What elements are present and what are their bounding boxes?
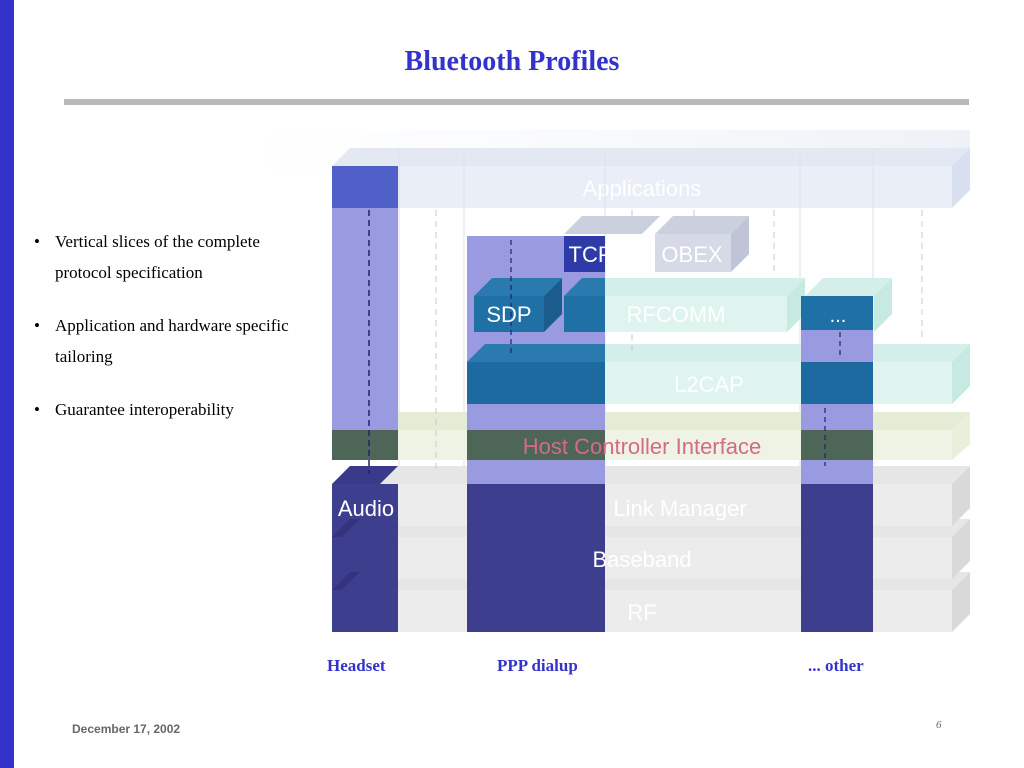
protocol-stack-diagram: Applications [240,130,970,632]
applications-layer: Applications [332,148,970,208]
slide-title: Bluetooth Profiles [404,46,620,77]
hci-label: Host Controller Interface [523,434,761,459]
tcpip-top [564,216,660,234]
bullet-item: Guarantee interoperability [34,394,294,425]
headset-profile-slice [332,166,398,632]
tcpip-label: TCP/IP [569,242,640,267]
rfcomm-label: RFCOMM [627,302,726,327]
footer-date: December 17, 2002 [72,722,181,736]
obex-label: OBEX [661,242,722,267]
baseband-label: Baseband [592,547,691,572]
bullet-list: Vertical slices of the complete protocol… [34,226,294,425]
rf-label: RF [627,600,656,625]
side-accent-bar [0,0,14,768]
profile-label-headset: Headset [327,656,386,675]
bullet-item: Application and hardware specific tailor… [34,310,294,372]
page-number: 6 [936,719,942,731]
other-block-top [805,278,892,296]
title-divider [64,99,969,105]
sdp-label: SDP [486,302,531,327]
link-manager-label: Link Manager [613,496,746,521]
obex-layer [655,216,749,272]
ppp-dialup-profile-slice [467,236,605,632]
other-profile-slice [801,296,873,632]
side-label: ETH Zurich [1,641,12,693]
profile-label-ppp-dialup: PPP dialup [497,656,578,675]
profile-label-other: ... other [808,656,864,675]
l2cap-label: L2CAP [674,372,744,397]
bullet-item: Vertical slices of the complete protocol… [34,226,294,288]
faint-dashed-lines [435,210,923,470]
audio-label: Audio [338,496,394,521]
applications-label: Applications [583,176,702,201]
other-layer-label: ... [830,305,847,327]
